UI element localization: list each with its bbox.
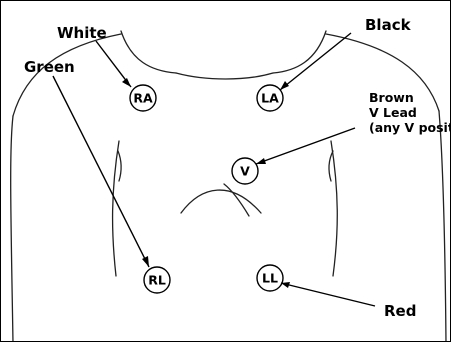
left-armpit-tick <box>118 151 121 181</box>
arrowhead-black <box>280 81 289 90</box>
electrode-la: LA <box>257 85 283 111</box>
leader-lines <box>53 33 375 306</box>
sternum-line <box>224 184 249 216</box>
electrode-v-label: V <box>240 164 250 179</box>
electrode-ra-label: RA <box>133 91 153 106</box>
arrowhead-white <box>122 78 131 87</box>
electrode-ra: RA <box>130 85 156 111</box>
electrode-la-label: LA <box>261 91 279 106</box>
label-brown-line2: V Lead <box>369 105 417 120</box>
leader-black <box>280 33 351 90</box>
arrowhead-red <box>281 282 290 288</box>
label-white: White <box>57 24 107 42</box>
electrode-rl: RL <box>144 267 170 293</box>
left-arm-outer <box>11 116 13 342</box>
label-brown-line3: (any V position) <box>369 120 451 135</box>
label-green: Green <box>24 58 75 76</box>
torso-outline <box>11 31 446 342</box>
neck-left <box>121 31 176 73</box>
neckline <box>176 73 273 79</box>
leader-brown <box>256 128 355 164</box>
right-armpit-tick <box>329 151 333 181</box>
neck-right <box>273 31 326 73</box>
arrowhead-green <box>142 256 149 267</box>
left-armpit-line <box>113 141 119 276</box>
ribcage-curve <box>181 190 261 213</box>
arrowhead-brown <box>256 158 266 164</box>
leader-red <box>281 283 375 306</box>
electrode-rl-label: RL <box>148 273 166 288</box>
label-brown-line1: Brown <box>369 90 414 105</box>
right-arm-outer <box>439 111 446 342</box>
electrode-ll-label: LL <box>262 271 278 286</box>
label-red: Red <box>384 302 416 320</box>
electrode-v: V <box>232 158 258 184</box>
electrode-ll: LL <box>257 265 283 291</box>
right-armpit-line <box>331 141 337 276</box>
label-black: Black <box>365 16 412 34</box>
